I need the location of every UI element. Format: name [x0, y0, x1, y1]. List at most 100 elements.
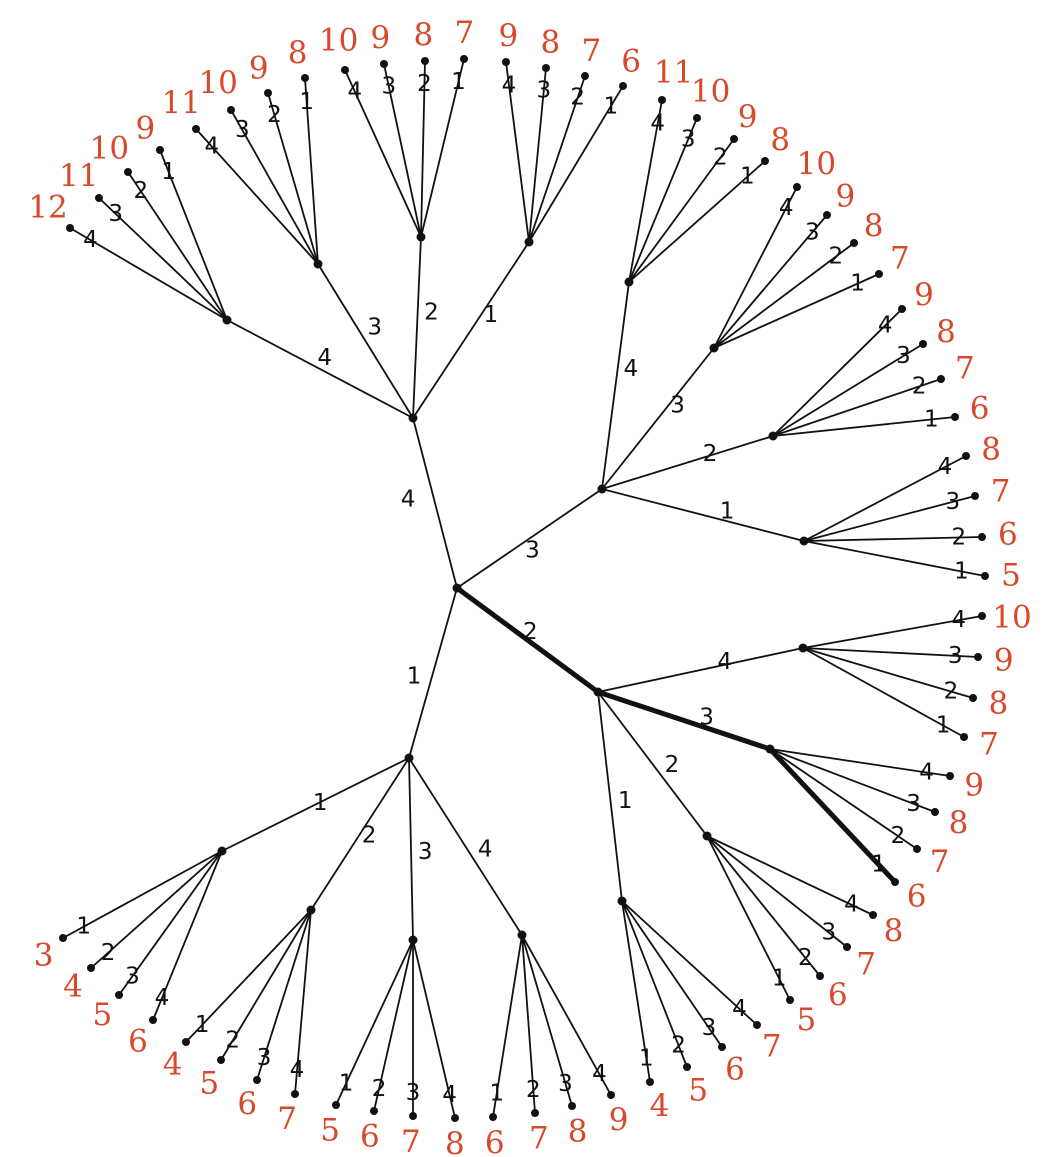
leaf-node: [683, 1063, 691, 1071]
edge-label-level2: 4: [717, 649, 732, 675]
leaf-value-label: 7: [890, 240, 910, 276]
edge-label-level3: 4: [732, 996, 747, 1022]
branch-node: [765, 744, 775, 754]
leaf-node: [409, 1112, 417, 1120]
leaf-value-label: 8: [989, 685, 1009, 721]
leaf-value-label: 9: [964, 767, 984, 803]
edge-label-level3: 1: [871, 852, 886, 878]
branch-node: [799, 536, 809, 546]
edge-level3: [98, 197, 228, 321]
leaf-value-label: 10: [90, 130, 129, 166]
leaf-node: [301, 74, 309, 82]
edge-level3: [769, 748, 951, 777]
edge-label-level3: 4: [938, 454, 953, 480]
leaf-value-label: 9: [738, 99, 758, 135]
leaf-value-label: 8: [864, 208, 884, 244]
edge-label-level3: 3: [702, 1015, 717, 1041]
branch-node: [306, 905, 316, 915]
leaf-node: [969, 694, 977, 702]
branch-node: [313, 259, 323, 269]
leaf-node: [380, 60, 388, 68]
edge-level3: [230, 109, 319, 265]
leaf-value-label: 6: [360, 1119, 380, 1155]
edge-layer: [62, 58, 986, 1119]
edge-label-level2: 4: [624, 356, 639, 382]
leaf-value-label: 8: [541, 24, 561, 60]
edge-label-level3: 1: [740, 164, 755, 190]
leaf-value-label: 3: [34, 937, 54, 973]
edge-level2: [317, 263, 414, 419]
edge-level3: [267, 92, 319, 265]
edge-level3: [69, 227, 228, 321]
edge-level2: [408, 757, 414, 941]
edge-level3: [492, 934, 523, 1118]
leaf-value-label: 11: [59, 158, 98, 194]
edge-label-level2: 2: [665, 752, 680, 778]
edge-level2: [221, 757, 410, 852]
leaf-value-label: 7: [979, 726, 999, 762]
edge-label-level3: 3: [948, 643, 963, 669]
leaf-value-label: 6: [828, 977, 848, 1013]
leaf-node: [946, 772, 954, 780]
leaf-value-label: 7: [454, 15, 474, 51]
edge-level3: [528, 67, 547, 243]
leaf-value-label: 11: [161, 85, 200, 121]
leaf-value-label: 9: [914, 277, 934, 313]
leaf-node: [370, 1107, 378, 1115]
leaf-node: [531, 1109, 539, 1117]
leaf-node: [937, 375, 945, 383]
edge-level3: [706, 835, 874, 916]
leaf-value-label: 8: [949, 805, 969, 841]
edge-label-level3: 2: [134, 178, 149, 204]
edge-level1: [412, 417, 458, 589]
edge-label-level3: 1: [339, 1071, 354, 1097]
leaf-value-label: 7: [930, 844, 950, 880]
leaf-node: [971, 492, 979, 500]
edge-label-level3: 3: [805, 219, 820, 245]
leaf-value-label: 7: [277, 1101, 297, 1137]
edge-level3: [769, 748, 936, 813]
edge-label-level3: 2: [671, 1032, 686, 1058]
edge-label-level3: 3: [906, 791, 921, 817]
leaf-node: [124, 168, 132, 176]
leaf-value-label: 6: [621, 43, 641, 79]
edge-level3: [628, 117, 698, 283]
edge-label-level2: 3: [670, 392, 685, 418]
edge-label-level3: 4: [951, 607, 966, 633]
edge-label-level1: 3: [525, 538, 540, 564]
leaf-node: [149, 1016, 157, 1024]
edge-level3: [118, 850, 223, 996]
edge-label-level3: 2: [526, 1077, 541, 1103]
edge-label-level3: 1: [489, 1080, 504, 1106]
edge-label-level3: 3: [558, 1071, 573, 1097]
edge-label-level2: 1: [720, 499, 735, 525]
edge-label-level3: 2: [570, 85, 585, 111]
leaf-node: [451, 1114, 459, 1122]
edge-label-level3: 2: [891, 823, 906, 849]
edge-level3: [803, 540, 986, 577]
edge-label-level3: 3: [945, 489, 960, 515]
leaf-node: [115, 991, 123, 999]
edge-label-level3: 3: [406, 1080, 421, 1106]
edge-label-level3: 3: [257, 1045, 272, 1071]
edge-level3: [713, 242, 855, 349]
branch-node: [404, 753, 414, 763]
branch-node: [408, 935, 418, 945]
branch-node: [217, 846, 227, 856]
leaf-value-label: 8: [981, 431, 1001, 467]
branch-node: [597, 484, 607, 494]
edge-label-level3: 1: [195, 1012, 210, 1038]
leaf-value-label: 5: [688, 1072, 708, 1108]
edge-label-level3: 4: [205, 134, 220, 160]
leaf-node: [869, 911, 877, 919]
edge-level3: [420, 60, 426, 238]
leaf-node: [761, 157, 769, 165]
edge-level3: [344, 69, 422, 238]
edge-label-level3: 2: [828, 244, 843, 270]
leaf-node: [962, 452, 970, 460]
leaf-value-label: 6: [237, 1086, 257, 1122]
edge-level3: [383, 63, 422, 238]
edge-label-level3: 1: [850, 271, 865, 297]
edge-level3: [528, 75, 586, 243]
